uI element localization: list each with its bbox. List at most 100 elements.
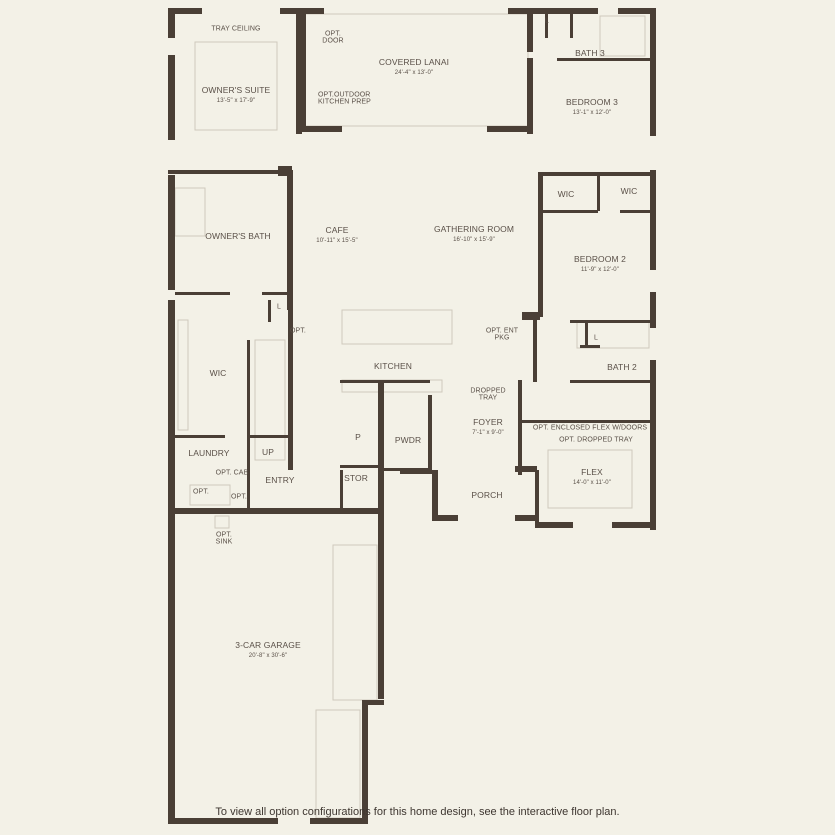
wall bbox=[570, 380, 652, 383]
wall bbox=[168, 508, 383, 514]
opt-kitchen-label: OPT. bbox=[290, 327, 306, 335]
fixture-outline bbox=[315, 709, 361, 819]
wall bbox=[362, 700, 384, 705]
fixture-outline bbox=[174, 187, 206, 237]
wall bbox=[540, 172, 600, 176]
covered-lanai-size: 24'-4" x 13'-0" bbox=[394, 70, 434, 76]
fixture-outline bbox=[547, 449, 633, 509]
wall bbox=[620, 210, 652, 213]
bedroom3-label: BEDROOM 3 bbox=[566, 96, 618, 107]
bedroom3-size: 13'-1" x 12'-0" bbox=[572, 110, 612, 116]
opt-laundry-label-2: OPT. bbox=[231, 493, 247, 501]
kitchen-label: KITCHEN bbox=[373, 360, 413, 371]
foyer-size: 7'-1" x 9'-0" bbox=[472, 430, 504, 436]
wall bbox=[650, 292, 656, 328]
fixture-outline bbox=[254, 339, 286, 461]
wall bbox=[557, 58, 652, 61]
wall bbox=[168, 175, 175, 290]
wall bbox=[340, 470, 343, 510]
garage-label: 3-CAR GARAGE bbox=[235, 639, 301, 650]
wall bbox=[540, 210, 598, 213]
wall bbox=[650, 360, 656, 530]
opt-outdoor-kitchen-label: OPT.OUTDOOR KITCHEN PREP bbox=[318, 91, 371, 106]
owners-bath-label: OWNER'S BATH bbox=[205, 230, 271, 241]
flex-label: FLEX bbox=[581, 466, 603, 477]
wall bbox=[515, 466, 537, 472]
wall bbox=[250, 435, 288, 438]
wall bbox=[612, 522, 656, 528]
wall bbox=[432, 470, 438, 520]
wall bbox=[600, 172, 652, 176]
opt-ent-pkg-label: OPT. ENT PKG bbox=[485, 327, 519, 342]
gathering-room-size: 16'-10" x 15'-9" bbox=[453, 237, 495, 243]
fixture-outline bbox=[189, 484, 231, 506]
opt-dropped-tray-label: OPT. DROPPED TRAY bbox=[559, 436, 633, 444]
wall bbox=[535, 522, 573, 528]
wall bbox=[545, 8, 548, 38]
gathering-room-label: GATHERING ROOM bbox=[433, 223, 515, 234]
powder-room-label: PWDR bbox=[394, 434, 422, 445]
opt-sink-label: OPT. SINK bbox=[215, 531, 233, 546]
wall bbox=[650, 8, 656, 136]
wall bbox=[400, 468, 432, 474]
wall bbox=[168, 55, 175, 140]
wall bbox=[168, 818, 278, 824]
wall bbox=[597, 176, 600, 211]
bath3-label: BATH 3 bbox=[575, 47, 605, 58]
wall bbox=[168, 560, 175, 824]
pantry-label: P bbox=[355, 431, 361, 442]
wic-bedroom3-label: WIC bbox=[557, 188, 575, 199]
garage-size: 20'-8" x 30'-6" bbox=[248, 653, 288, 659]
wall bbox=[310, 818, 366, 824]
wall bbox=[618, 8, 656, 14]
wall bbox=[262, 292, 288, 295]
fixture-outline bbox=[599, 15, 646, 57]
opt-enclosed-flex-label: OPT. ENCLOSED FLEX W/DOORS bbox=[532, 424, 648, 432]
wall bbox=[168, 8, 175, 38]
bedroom2-label: BEDROOM 2 bbox=[574, 253, 626, 264]
linen-bath2-label: L bbox=[594, 334, 598, 342]
linen-closet-label: L bbox=[545, 17, 549, 25]
wall bbox=[650, 170, 656, 270]
wall bbox=[340, 465, 384, 468]
wall bbox=[580, 345, 600, 348]
opt-door-label: OPT. DOOR bbox=[322, 30, 344, 45]
wall bbox=[278, 166, 292, 176]
wall bbox=[538, 172, 543, 317]
wall bbox=[362, 700, 368, 824]
owners-suite-size: 13'-5" x 17'-9" bbox=[216, 98, 256, 104]
wall bbox=[287, 170, 293, 310]
wall bbox=[378, 380, 384, 520]
stairs-up-label: UP bbox=[261, 446, 275, 457]
foyer-label: FOYER bbox=[473, 416, 503, 427]
storage-label: STOR bbox=[344, 472, 368, 483]
flex-size: 14'-0" x 11'-0" bbox=[573, 480, 611, 486]
wall bbox=[518, 380, 522, 475]
wall bbox=[378, 514, 384, 699]
linen-owner-label: L bbox=[277, 303, 281, 311]
cafe-label: CAFE bbox=[325, 224, 349, 235]
fixture-outline bbox=[177, 319, 189, 431]
opt-cab-label: OPT. CAB bbox=[215, 469, 249, 477]
entry-label: ENTRY bbox=[265, 474, 295, 485]
fixture-outline bbox=[214, 515, 230, 529]
owners-suite-label: OWNER'S SUITE bbox=[201, 84, 271, 95]
wall bbox=[508, 8, 598, 14]
wall bbox=[527, 58, 533, 134]
wall bbox=[520, 420, 652, 423]
covered-lanai-label: COVERED LANAI bbox=[378, 56, 450, 67]
porch-label: PORCH bbox=[471, 489, 503, 500]
fixture-outline bbox=[341, 309, 453, 345]
dropped-tray-label: DROPPED TRAY bbox=[470, 387, 506, 402]
floor-plan-caption: To view all option configurations for th… bbox=[215, 806, 620, 818]
wall bbox=[428, 395, 432, 470]
wall bbox=[432, 515, 458, 521]
wic-bedroom2-label: WIC bbox=[620, 185, 638, 196]
wall bbox=[585, 320, 588, 346]
opt-laundry-label-1: OPT. bbox=[193, 488, 209, 496]
bedroom2-size: 11'-9" x 12'-0" bbox=[581, 267, 619, 273]
wall bbox=[533, 320, 537, 382]
cafe-size: 10'-11" x 15'-5" bbox=[316, 238, 358, 244]
